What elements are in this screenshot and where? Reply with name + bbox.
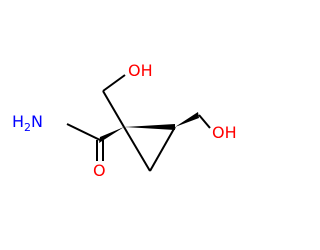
ring-bond-c1-c3 [123, 126, 151, 172]
bond-ch2-o-right [198, 114, 211, 129]
carbonyl-oxygen-label: O [93, 161, 106, 180]
bond-ch2-o-top [102, 74, 126, 92]
ring-bond-c3-c2 [149, 126, 176, 172]
amine-n: N [31, 112, 43, 131]
bond-c1-carbonyl [99, 127, 124, 143]
amine-h-subscript: 2 [24, 121, 31, 134]
bond-carbonyl-n [66, 123, 101, 141]
amine-label: H2N [12, 112, 43, 134]
ring-bond-c1-c2 [124, 124, 175, 130]
amine-h: H [12, 112, 24, 131]
hydroxyl-top-label: OH [128, 61, 153, 80]
bond-c2-ch2 [175, 112, 199, 127]
molecule-diagram: OH OH H2N O [12, 61, 237, 180]
hydroxyl-right-label: OH [212, 123, 237, 142]
bond-c1-ch2 [102, 90, 125, 128]
